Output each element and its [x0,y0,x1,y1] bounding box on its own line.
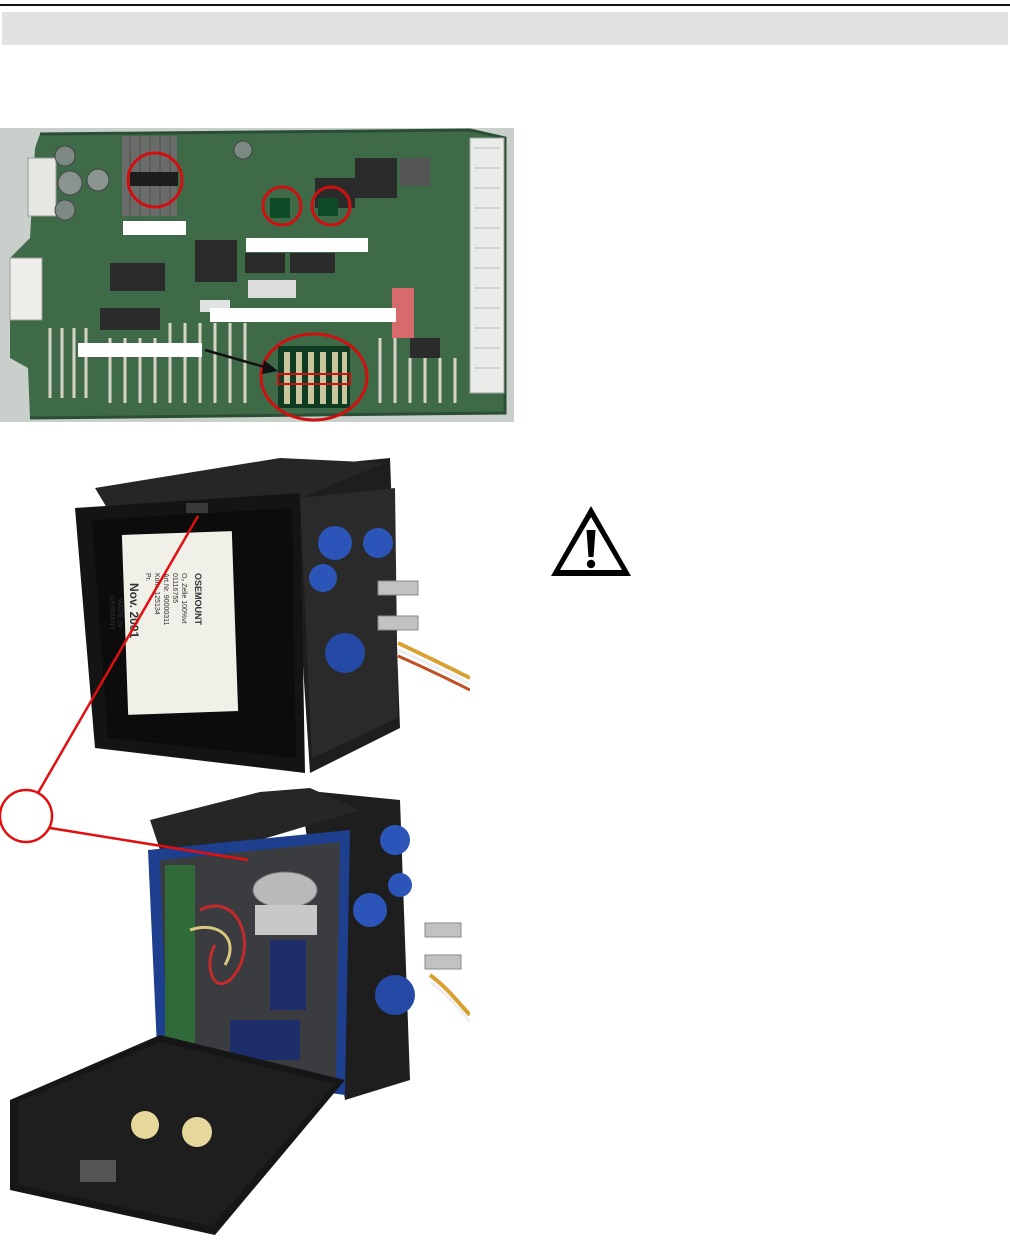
module-label-line: Art.Nr. 90000311 [162,573,169,626]
module-label-line: GERMANY [108,595,115,631]
module-label-line: O₂ Zelle 100%vt [180,573,187,624]
pcb-photo [0,128,514,422]
warning-triangle-icon [551,506,631,576]
closed-module-photo: OSEMOUNT O₂ Zelle 100%vt 01116755 Art.Nr… [0,428,471,788]
module-label-line: MADE IN [116,598,123,627]
module-label-line: Pr. [144,573,151,582]
top-rule [0,4,1010,6]
module-label-line: OSEMOUNT [193,573,203,626]
module-label-line: Nov. 2001 [127,583,141,638]
header-bar [2,12,1008,45]
open-module-photo [0,780,472,1240]
module-label-line: 01116755 [171,573,178,603]
module-label-line: Kom. 125134 [153,573,160,615]
